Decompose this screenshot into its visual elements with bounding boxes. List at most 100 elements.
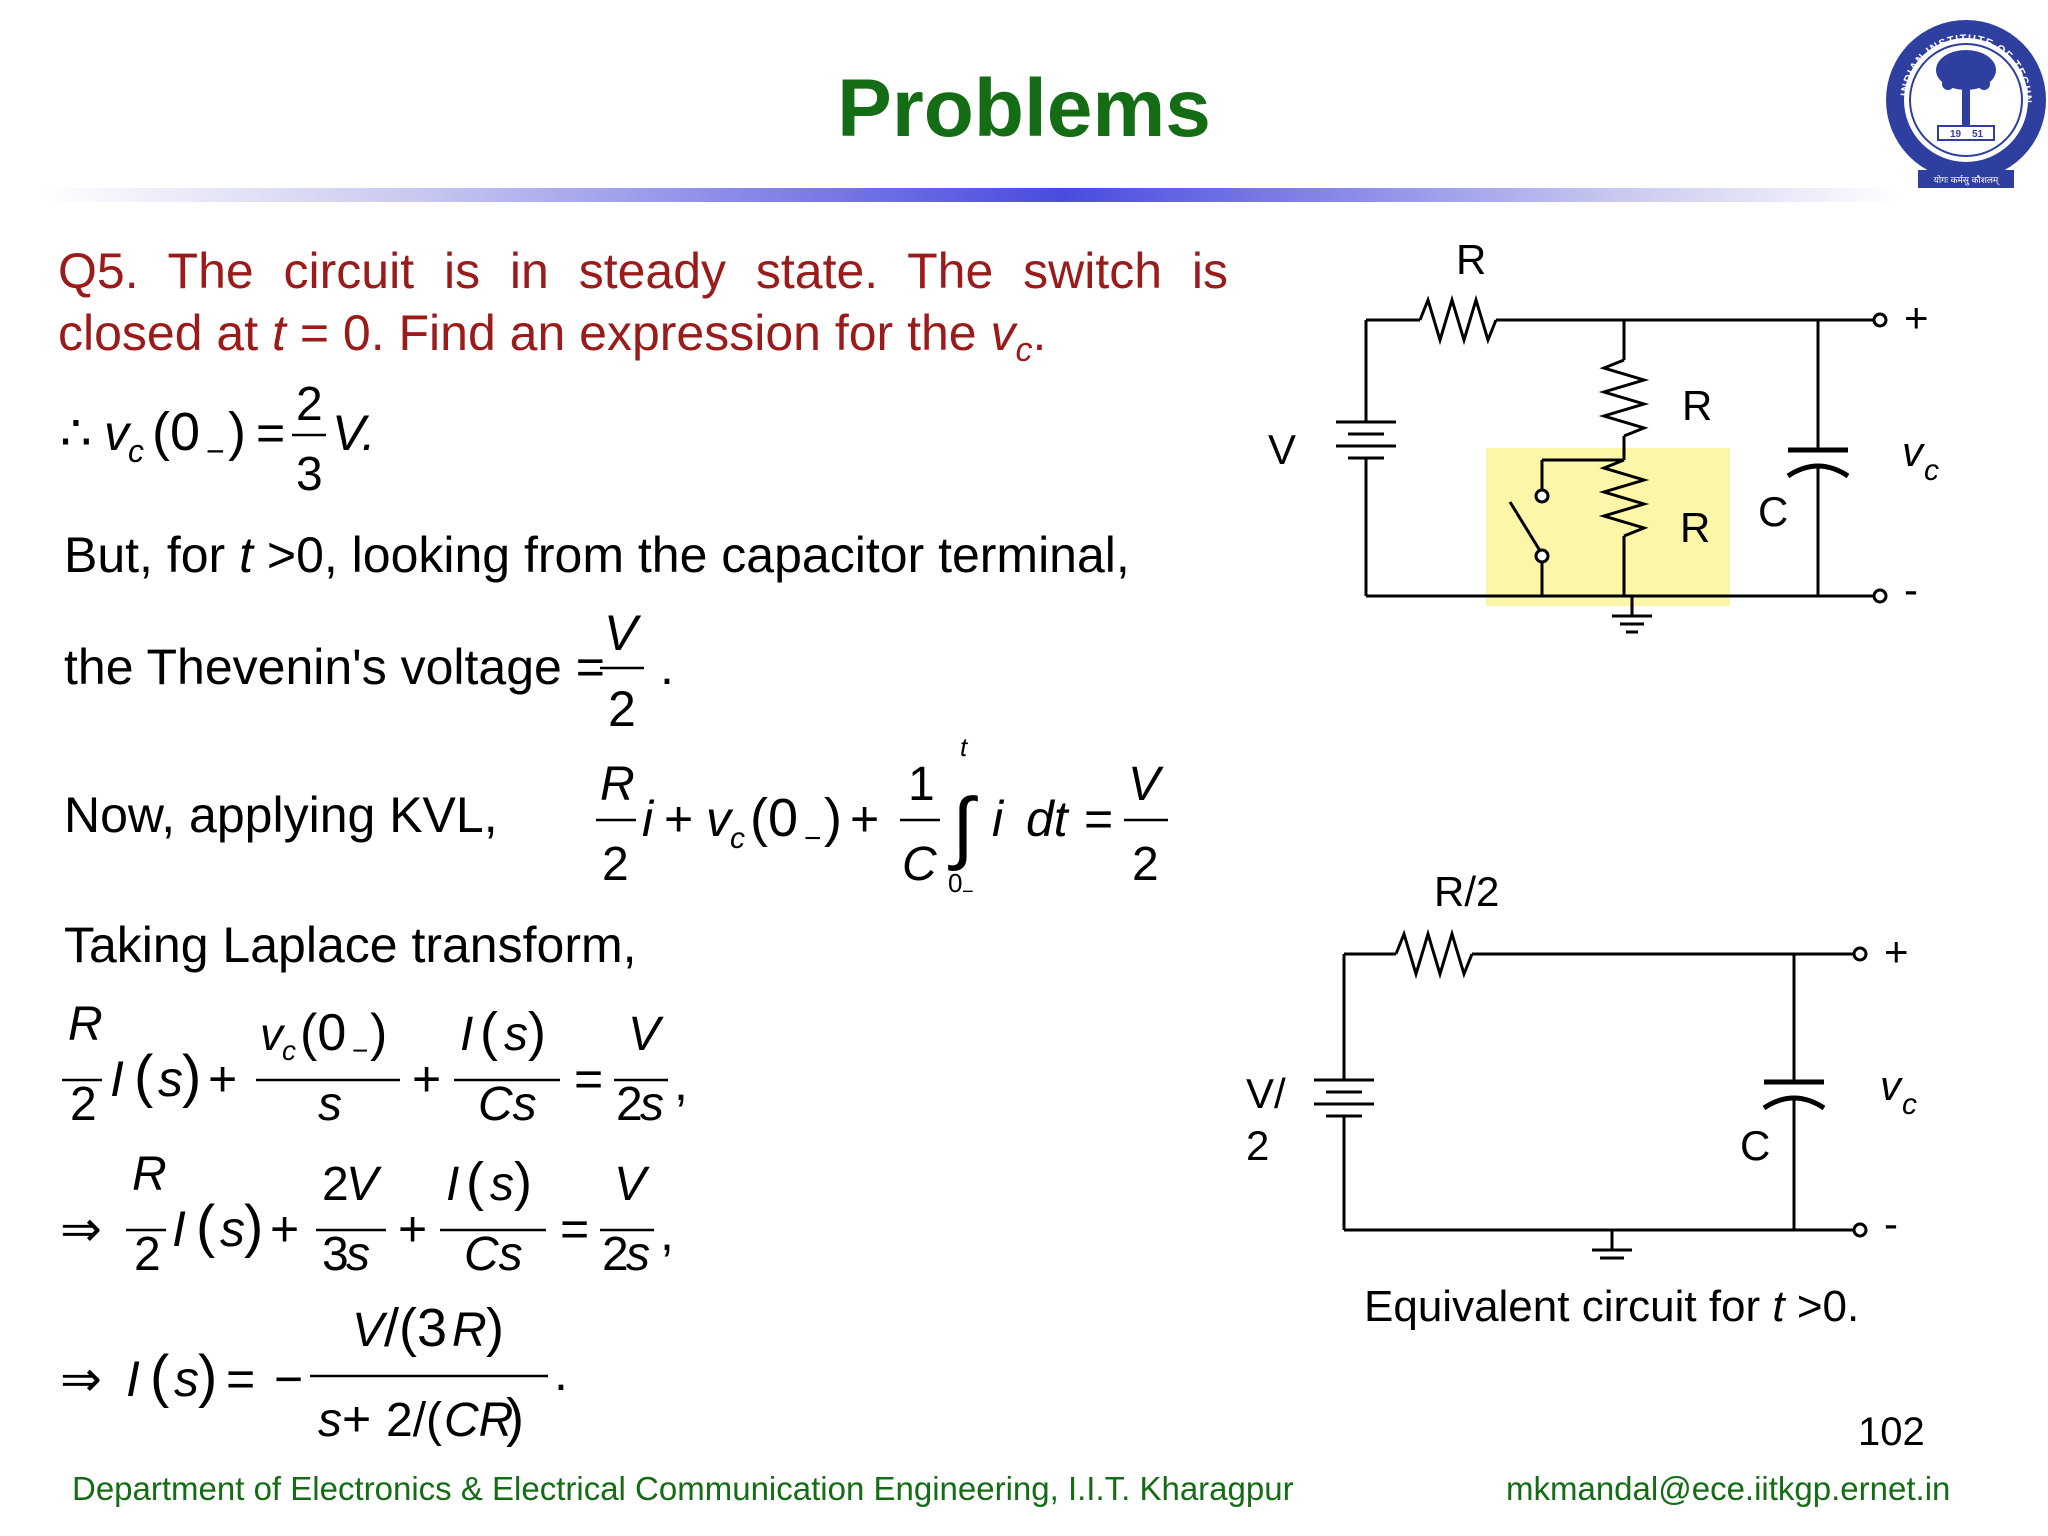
- svg-text:+: +: [664, 791, 693, 847]
- question-v: v: [990, 305, 1016, 361]
- title-divider: [40, 188, 1900, 202]
- question-sub: c: [1015, 331, 1033, 369]
- svg-text:(0: (0: [300, 1004, 346, 1062]
- svg-text:C: C: [902, 838, 937, 891]
- svg-text:c: c: [730, 822, 745, 855]
- svg-text:I: I: [172, 1201, 186, 1257]
- svg-text:⇒: ⇒: [60, 1351, 102, 1407]
- logo-year-right: 51: [1972, 129, 1984, 140]
- svg-text:(: (: [466, 1152, 484, 1212]
- label-plus: +: [1904, 294, 1929, 341]
- svg-text:(: (: [480, 1002, 498, 1062]
- line1-minus: −: [206, 433, 225, 469]
- svg-text:=: =: [226, 1351, 255, 1407]
- line1-den: 3: [296, 448, 323, 501]
- svg-text:): ): [528, 1002, 546, 1062]
- svg-text:i: i: [992, 791, 1005, 847]
- page-number: 102: [1858, 1410, 1925, 1454]
- svg-text:−: −: [352, 1035, 368, 1066]
- line1-eq: =: [256, 405, 285, 461]
- svg-text:I: I: [446, 1158, 459, 1211]
- svg-text:): ): [514, 1152, 532, 1212]
- label-minus: -: [1904, 566, 1918, 613]
- line2-b: >0, looking from the capacitor terminal,: [253, 527, 1130, 583]
- svg-text:2: 2: [134, 1228, 161, 1281]
- svg-text:+: +: [850, 791, 879, 847]
- line4: Now, applying KVL,: [64, 787, 498, 843]
- svg-text:I: I: [460, 1008, 473, 1061]
- svg-text:s: s: [158, 1051, 183, 1107]
- svg-text:): ): [506, 1388, 524, 1448]
- svg-text:(0: (0: [750, 788, 798, 848]
- svg-text:i: i: [642, 791, 655, 847]
- line1-therefore: ∴: [60, 405, 92, 461]
- label-cap: C: [1758, 488, 1788, 535]
- svg-text:s: s: [174, 1351, 199, 1407]
- line3-num: V: [604, 605, 642, 661]
- svg-text:+: +: [270, 1201, 299, 1257]
- svg-text:+: +: [208, 1051, 237, 1107]
- svg-text:R: R: [452, 1304, 487, 1357]
- svg-text:2/(: 2/(: [386, 1394, 442, 1447]
- label-cap-eq: C: [1740, 1122, 1770, 1169]
- resistor-half: [1394, 928, 1474, 980]
- svg-text:): ): [244, 1194, 263, 1259]
- label-minus-eq: -: [1884, 1200, 1898, 1247]
- svg-text:s: s: [318, 1394, 342, 1447]
- question-t: t: [272, 305, 286, 361]
- svg-text:): ): [198, 1344, 217, 1409]
- label-source-top: V/: [1246, 1070, 1286, 1117]
- svg-text:+: +: [398, 1201, 427, 1257]
- label-r-upper: R: [1682, 382, 1712, 429]
- circuit-original: R R R C V + - v c: [1268, 236, 1939, 634]
- svg-text:Cs: Cs: [478, 1078, 537, 1131]
- svg-text:2: 2: [616, 1078, 643, 1131]
- line1-v: v: [104, 405, 132, 461]
- solution-math: ∴ v c (0 − ) = 2 3 V. But, for t >0, loo…: [60, 380, 1168, 1448]
- svg-text:v: v: [706, 791, 734, 847]
- svg-text:Cs: Cs: [464, 1228, 523, 1281]
- svg-text:V: V: [352, 1304, 388, 1357]
- line1-close: ): [228, 402, 246, 462]
- svg-text:+: +: [342, 1391, 371, 1447]
- label-vc-c-eq: c: [1902, 1088, 1917, 1121]
- label-r-half: R/2: [1434, 868, 1499, 915]
- svg-text:(: (: [134, 1044, 153, 1109]
- slide-title: Problems: [837, 63, 1211, 154]
- svg-text:R: R: [68, 998, 103, 1051]
- question-text: Q5. The circuit is in steady state. The …: [58, 240, 1228, 381]
- caption-t: t: [1772, 1282, 1785, 1331]
- svg-text:2: 2: [602, 1228, 629, 1281]
- label-plus-eq: +: [1884, 928, 1909, 975]
- svg-text:c: c: [282, 1035, 296, 1066]
- svg-text:⇒: ⇒: [60, 1201, 102, 1257]
- equivalent-caption: Equivalent circuit for t >0.: [1364, 1282, 1859, 1332]
- question-prefix: Q5. The circuit is in steady state. The …: [58, 243, 1228, 361]
- logo-year-left: 19: [1950, 129, 1962, 140]
- svg-text:2: 2: [70, 1078, 97, 1131]
- circuit-equivalent: R/2 C V/ 2 + - v c: [1246, 868, 1917, 1260]
- line2-a: But, for: [64, 527, 239, 583]
- svg-text:): ): [182, 1044, 201, 1109]
- svg-text:R: R: [132, 1148, 167, 1201]
- svg-text:s: s: [504, 1008, 528, 1061]
- label-vc-c: c: [1924, 454, 1939, 487]
- svg-text:s: s: [490, 1158, 514, 1211]
- resistor-series: [1418, 294, 1498, 346]
- footer-email: mkmandal@ece.iitkgp.ernet.in: [1506, 1470, 1951, 1507]
- svg-text:s: s: [346, 1228, 370, 1281]
- svg-text:(: (: [150, 1344, 169, 1409]
- svg-text:): ): [824, 788, 842, 848]
- line1-arg: (0: [152, 402, 200, 462]
- footer-department: Department of Electronics & Electrical C…: [72, 1470, 1294, 1507]
- svg-text:−: −: [804, 822, 822, 855]
- svg-text:3: 3: [322, 1228, 349, 1281]
- svg-text:(: (: [196, 1194, 215, 1259]
- label-source: V: [1268, 426, 1296, 473]
- resistor-upper: [1598, 358, 1650, 438]
- svg-text:2: 2: [1132, 838, 1159, 891]
- label-vc-v-eq: v: [1880, 1062, 1904, 1109]
- caption-a: Equivalent circuit for: [1364, 1282, 1773, 1331]
- line3: the Thevenin's voltage =: [64, 639, 605, 695]
- svg-text:∫: ∫: [947, 782, 978, 871]
